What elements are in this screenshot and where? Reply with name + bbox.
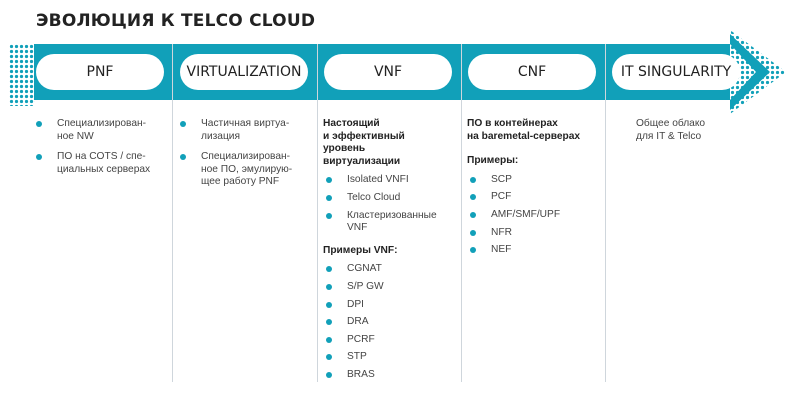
- list-item: NEF: [467, 244, 603, 257]
- vnf-column: Настоящий и эффективный уровень виртуали…: [323, 118, 459, 387]
- list-item: STP: [323, 351, 459, 364]
- list-item: PCRF: [323, 334, 459, 347]
- list-item: ПО на COTS / спе- циальных серверах: [33, 151, 169, 176]
- stage-cnf: CNF: [468, 54, 596, 90]
- list-item: Частичная виртуа- лизация: [177, 118, 313, 143]
- list-item: Специализирован- ное ПО, эмулирую- щее р…: [177, 151, 313, 189]
- list-item: Isolated VNFI: [323, 174, 459, 187]
- stage-it-singularity: IT SINGULARITY: [612, 54, 740, 90]
- virtualization-column: Частичная виртуа- лизация Специализирова…: [177, 118, 313, 197]
- it-singularity-text: Общее облако для IT & Telco: [636, 118, 706, 142]
- stage-divider: [317, 44, 318, 382]
- vnf-heading: Настоящий и эффективный уровень виртуали…: [323, 118, 405, 167]
- stage-virtualization: VIRTUALIZATION: [180, 54, 308, 90]
- list-item: AMF/SMF/UPF: [467, 209, 603, 222]
- vnf-examples-heading: Примеры VNF:: [323, 244, 398, 256]
- list-item: NFR: [467, 227, 603, 240]
- pnf-column: Специализирован- ное NW ПО на COTS / спе…: [33, 118, 169, 184]
- cnf-examples-heading: Примеры:: [467, 155, 519, 167]
- list-item: Telco Cloud: [323, 192, 459, 205]
- list-item: PCF: [467, 191, 603, 204]
- cnf-column: ПО в контейнерах на baremetal-серверах П…: [467, 118, 603, 262]
- list-item: CGNAT: [323, 263, 459, 276]
- list-item: S/P GW: [323, 281, 459, 294]
- list-item: DRA: [323, 316, 459, 329]
- stage-vnf: VNF: [324, 54, 452, 90]
- stage-divider: [461, 44, 462, 382]
- list-item: BRAS: [323, 369, 459, 382]
- list-item: Кластеризованные VNF: [323, 210, 459, 235]
- list-item: SCP: [467, 174, 603, 187]
- page-title: ЭВОЛЮЦИЯ К TELCO CLOUD: [36, 11, 316, 31]
- dot-pattern-left: [9, 44, 35, 106]
- list-item: Специализирован- ное NW: [33, 118, 169, 143]
- cnf-heading: ПО в контейнерах на baremetal-серверах: [467, 118, 581, 142]
- stage-divider: [172, 44, 173, 382]
- it-singularity-column: Общее облако для IT & Telco: [636, 118, 776, 143]
- stage-divider: [605, 44, 606, 382]
- list-item: DPI: [323, 299, 459, 312]
- stage-pnf: PNF: [36, 54, 164, 90]
